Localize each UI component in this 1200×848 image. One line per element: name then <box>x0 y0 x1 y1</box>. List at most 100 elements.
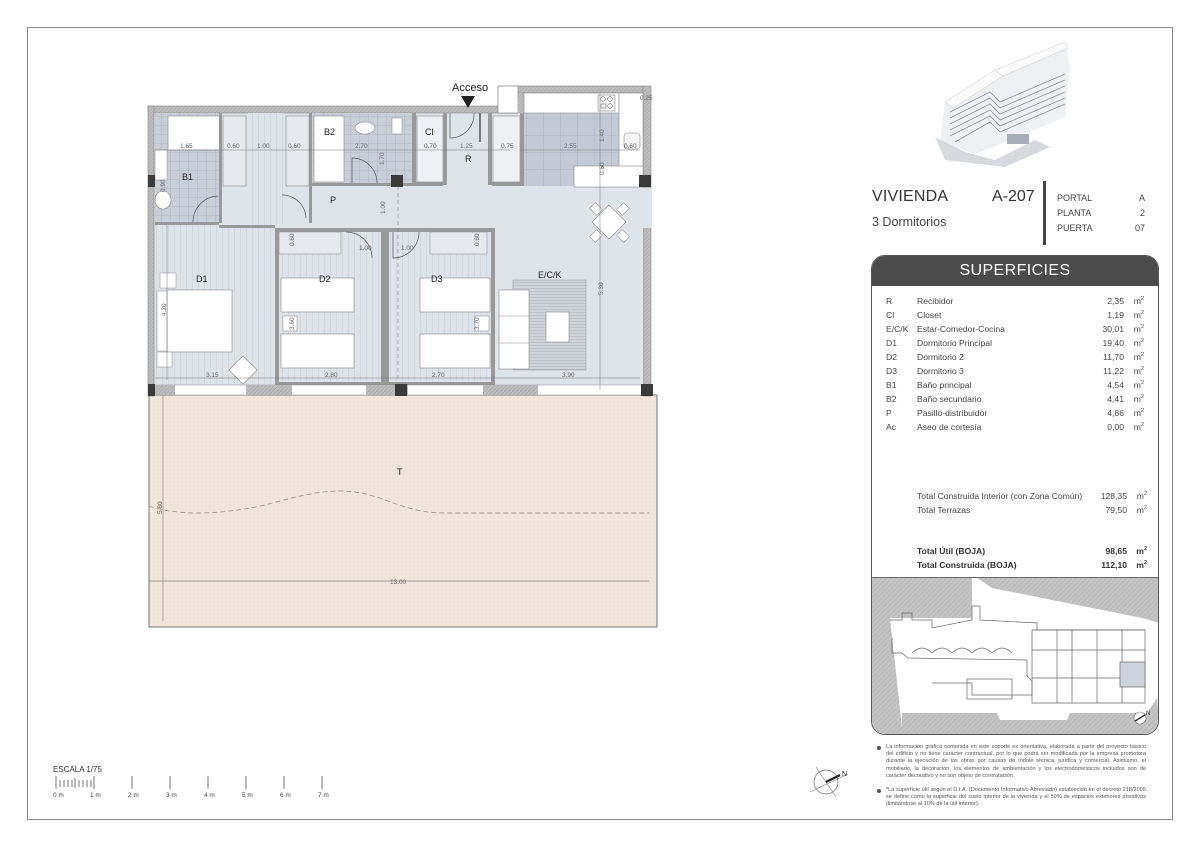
scale-label: 7 m <box>318 792 329 799</box>
row-code: B1 <box>886 380 897 390</box>
row-area: 19,40 <box>1102 338 1124 348</box>
svg-text:1.40: 1.40 <box>599 129 606 142</box>
svg-text:5.30: 5.30 <box>598 282 605 295</box>
total-construida-interior: Total Construida Interior (con Zona Comú… <box>917 491 1147 501</box>
meta-value: 2 <box>1139 208 1145 218</box>
unit-type-title: VIVIENDA <box>872 188 949 205</box>
unit-m2: m2 <box>1136 505 1147 515</box>
room-label-r: R <box>465 154 472 164</box>
svg-text:2.70: 2.70 <box>355 143 368 150</box>
scale-label: 2 m <box>128 792 139 799</box>
unit-m2: m2 <box>1133 324 1144 334</box>
svg-text:1.00: 1.00 <box>359 245 372 252</box>
total-value: 128,35 <box>1100 491 1127 501</box>
scale-label: 6 m <box>280 792 291 799</box>
unit-m2: m2 <box>1136 491 1147 501</box>
north-compass-icon: N <box>808 762 858 807</box>
access-arrow-icon <box>461 96 475 108</box>
scale-bar <box>55 776 323 789</box>
svg-text:3.90: 3.90 <box>562 372 575 379</box>
row-code: P <box>886 408 892 418</box>
row-name: Dormitorio 3 <box>917 366 964 376</box>
row-code: D1 <box>886 338 897 348</box>
room-label-d2: D2 <box>319 274 331 284</box>
meta-portal: PORTAL A <box>1057 193 1145 203</box>
unit-m2: m2 <box>1133 380 1144 390</box>
svg-text:0.60: 0.60 <box>474 233 481 246</box>
svg-text:0.60: 0.60 <box>289 233 296 246</box>
scale-label: 3 m <box>166 792 177 799</box>
total-label: Total Útil (BOJA) <box>917 546 986 556</box>
room-label-b2: B2 <box>324 127 336 137</box>
svg-text:0.90: 0.90 <box>160 179 167 192</box>
row-name: Baño principal <box>917 380 972 390</box>
unit-m2: m2 <box>1133 310 1144 320</box>
svg-text:3.15: 3.15 <box>206 372 219 379</box>
unit-code: A-207 <box>992 188 1035 205</box>
room-label-d1: D1 <box>196 274 208 284</box>
row-area: 4,54 <box>1107 380 1124 390</box>
row-name: Recibidor <box>917 296 954 306</box>
area-row: R Recibidor 2,35 m2 <box>872 296 1158 310</box>
total-value: 98,65 <box>1105 546 1127 556</box>
row-area: 4,41 <box>1107 394 1124 404</box>
meta-label: PORTAL <box>1057 193 1093 203</box>
unit-subtitle: 3 Dormitorios <box>872 215 947 229</box>
row-area: 11,70 <box>1103 352 1124 362</box>
svg-text:4.20: 4.20 <box>161 303 168 316</box>
note-item: *La superficie útil según el D.I.A. (Doc… <box>876 787 1146 809</box>
room-label-cl: Cl <box>425 127 434 137</box>
svg-text:1.00: 1.00 <box>401 245 414 252</box>
row-area: 2,35 <box>1107 296 1124 306</box>
total-value: 112,10 <box>1101 560 1127 570</box>
superficies-title: SUPERFICIES <box>872 256 1158 286</box>
row-name: Baño secundario <box>917 394 982 404</box>
scale-label: 1 m <box>90 792 101 799</box>
unit-m2: m2 <box>1133 296 1144 306</box>
row-code: Ac <box>886 422 897 432</box>
room-label-b1: B1 <box>182 172 194 182</box>
scale-title: ESCALA 1/75 <box>53 765 102 774</box>
svg-text:2.55: 2.55 <box>564 143 577 150</box>
row-code: R <box>886 296 893 306</box>
meta-label: PLANTA <box>1057 208 1092 218</box>
unit-m2: m2 <box>1133 352 1144 362</box>
svg-text:0.60: 0.60 <box>624 143 637 150</box>
unit-m2: m2 <box>1133 394 1144 404</box>
svg-text:1.00: 1.00 <box>257 143 270 150</box>
total-label: Total Terrazas <box>917 505 971 515</box>
row-code: E/C/K <box>886 324 909 334</box>
row-name: Estar-Comedor-Cocina <box>917 324 1005 334</box>
row-code: Cl <box>886 310 895 320</box>
terrace <box>148 394 658 628</box>
svg-text:3.60: 3.60 <box>289 317 296 330</box>
row-code: D2 <box>886 352 897 362</box>
meta-puerta: PUERTA 07 <box>1057 223 1145 233</box>
total-value: 79,50 <box>1105 505 1127 515</box>
svg-text:1.00: 1.00 <box>380 201 387 214</box>
svg-text:0.25: 0.25 <box>640 95 653 102</box>
row-code: B2 <box>886 394 897 404</box>
site-plan: N <box>872 577 1158 734</box>
row-name: Closet <box>917 310 942 320</box>
row-area: 1,19 <box>1107 310 1124 320</box>
svg-text:1.70: 1.70 <box>379 152 386 165</box>
unit-m2: m2 <box>1133 408 1144 418</box>
room-label-eck: E/C/K <box>538 270 562 280</box>
meta-value: 07 <box>1134 223 1145 233</box>
total-label: Total Construida (BOJA) <box>917 560 1017 570</box>
disclaimer-notes: La información gráfica contenida en este… <box>876 744 1146 816</box>
row-area: 11,22 <box>1103 366 1124 376</box>
row-name: Dormitorio Principal <box>917 338 992 348</box>
svg-text:3.70: 3.70 <box>474 317 481 330</box>
unit-m2: m2 <box>1133 422 1144 432</box>
scale-label: 5 m <box>242 792 253 799</box>
